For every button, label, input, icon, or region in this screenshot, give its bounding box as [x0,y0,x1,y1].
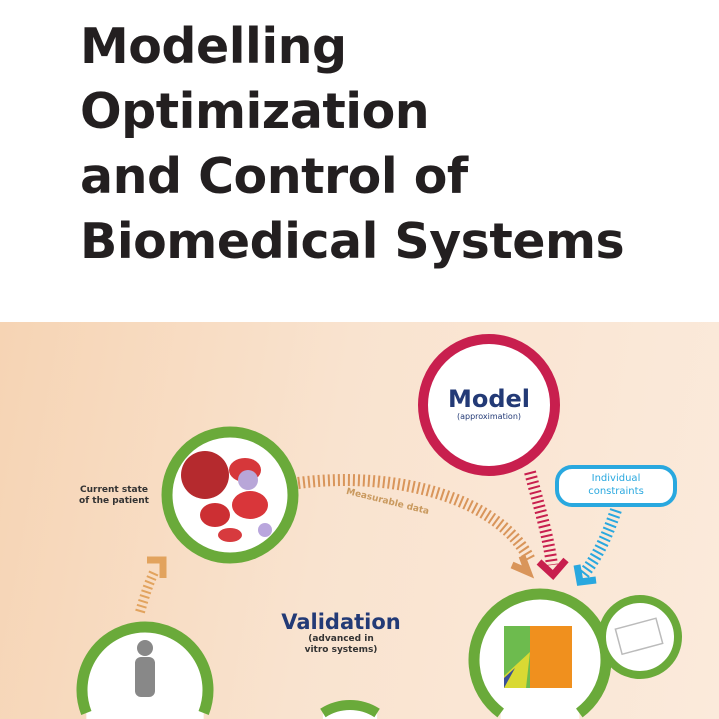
book-title: Modelling Optimization and Control of Bi… [80,14,625,274]
arrow-head-patient [147,556,167,578]
arrow-head-orange [510,554,535,579]
title-line: Modelling [80,18,347,75]
title-line: and Control of [80,148,468,205]
model-arrow [524,470,558,566]
patient-label: Current state of the patient [79,485,149,506]
model-sublabel: (approximation) [456,412,522,421]
validation-label: Validation (advanced in vitro systems) [270,610,412,656]
constraints-arrow [578,508,622,579]
constraints-box [555,465,677,507]
model-title: Model [447,385,531,413]
title-line: Optimization [80,83,430,140]
device-circle [598,595,682,679]
constraints-label: Individual constraints [588,473,644,497]
arrow-head-crimson [536,557,569,581]
patient-arrow [135,567,160,614]
model-label: Model (approximation) [423,386,555,421]
measurable-data-arrow [297,474,536,563]
model-circle [418,334,560,476]
simulation-chart-circle [468,588,612,719]
validation-sublabel: (advanced in vitro systems) [304,634,378,655]
title-line: Biomedical Systems [80,213,625,270]
human-body-circle [76,621,214,719]
human-figure-icon [137,640,153,656]
arrow-head-blue [573,564,597,586]
blood-cells-circle [161,426,299,564]
bottom-circle [320,700,380,719]
validation-title: Validation [281,610,401,634]
